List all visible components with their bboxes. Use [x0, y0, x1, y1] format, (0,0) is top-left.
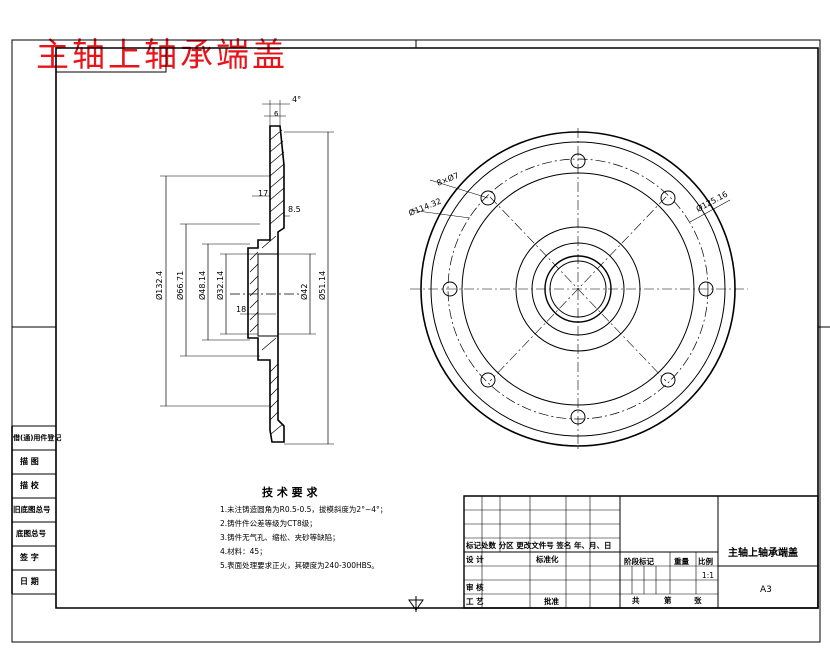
dim-d42: Ø42	[299, 284, 309, 300]
front-dims: 8×Ø7 Ø114.32 Ø125.16	[407, 170, 729, 218]
tech-item-4: 4.材料：45；	[220, 546, 267, 556]
tech-item-2: 2.铸件件公差等级为CT8级；	[220, 518, 317, 528]
front-view	[410, 128, 748, 450]
dim-d51: Ø51.14	[317, 271, 327, 300]
section-hatching	[250, 130, 284, 434]
left-strip	[12, 426, 56, 594]
standardize-label: 标准化	[535, 554, 559, 564]
strip-label-5: 底图总号	[16, 528, 46, 538]
section-view	[160, 100, 334, 444]
part-name: 主轴上轴承端盖	[728, 546, 798, 559]
bore	[258, 254, 278, 336]
sheets-unit: 张	[694, 596, 702, 605]
drawing-title-banner: 主轴上轴承端盖	[36, 35, 288, 74]
dim-17: 17	[258, 189, 268, 198]
review-label: 审 核	[466, 582, 484, 592]
sheets-total: 共	[632, 595, 640, 605]
scale-label: 比例	[698, 556, 713, 566]
title-block	[464, 496, 818, 608]
flange-profile	[248, 126, 284, 442]
center-arrow-bottom	[409, 600, 423, 610]
dim-d132: Ø132.4	[154, 271, 164, 300]
stage-mark-label: 阶段标记	[624, 556, 654, 566]
tech-heading: 技 术 要 求	[262, 485, 318, 499]
tech-item-1: 1.未注铸造圆角为R0.5-0.5，拔模斜度为2°~4°；	[220, 504, 387, 514]
tech-item-5: 5.表面处理要求正火，其硬度为240-300HBS。	[220, 560, 379, 570]
strip-label-6: 签 字	[19, 552, 39, 562]
tech-item-3: 3.铸件无气孔、缩松、夹砂等缺陷；	[220, 532, 340, 542]
title-cell-box	[56, 48, 166, 72]
approve-label: 批准	[544, 596, 559, 606]
strip-label-4: 旧底图总号	[13, 504, 51, 514]
inner-border	[56, 48, 818, 608]
dim-18: 18	[236, 305, 246, 314]
tech-requirements: 技 术 要 求 1.未注铸造圆角为R0.5-0.5，拔模斜度为2°~4°； 2.…	[220, 485, 387, 570]
title-block-text: 主轴上轴承端盖 标记处数 分区 更改文件号 签名 年、月、日 设 计 标准化 审…	[465, 540, 798, 606]
design-label: 设 计	[466, 554, 484, 564]
strip-label-7: 日 期	[20, 576, 39, 586]
process-label: 工 艺	[466, 596, 484, 606]
revision-row-labels: 标记处数 分区 更改文件号 签名 年、月、日	[465, 540, 611, 550]
scale-value: 1:1	[702, 571, 714, 580]
dim-d48: Ø48.14	[197, 271, 207, 300]
left-strip-labels: 借(通)用件登记 描 图 描 校 旧底图总号 底图总号 签 字 日 期	[12, 433, 61, 586]
strip-label-3: 描 校	[20, 480, 40, 490]
dim-8-5: 8.5	[288, 205, 301, 214]
bolt-holes	[443, 154, 713, 424]
section-dims: 4° 6 17 8.5 18 Ø132.4 Ø66.71 Ø48.14 Ø32.…	[154, 95, 327, 314]
dim-6: 6	[274, 110, 279, 118]
weight-label: 重量	[674, 556, 689, 566]
dim-d32: Ø32.14	[215, 271, 225, 300]
strip-label-1: 借(通)用件登记	[12, 433, 61, 442]
dim-pcd: Ø114.32	[407, 196, 443, 218]
dim-angle: 4°	[292, 95, 301, 104]
dim-d66: Ø66.71	[175, 271, 185, 300]
strip-label-2: 描 图	[20, 456, 39, 466]
sheets-page: 第	[664, 595, 672, 605]
sheet-format: A3	[760, 585, 772, 595]
